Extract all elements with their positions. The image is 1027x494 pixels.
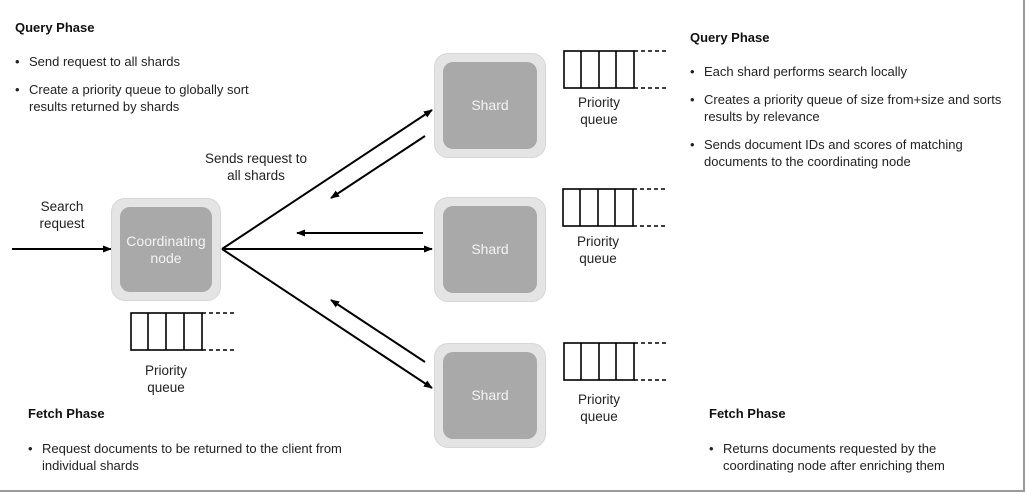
shard-node-1-label: Shard	[443, 62, 537, 149]
priority-queue-label-shard-3: Priority queue	[577, 392, 620, 424]
search-request-label: Search request	[39, 199, 85, 231]
right-query-phase-heading: Query Phase	[690, 30, 770, 45]
right-query-bullet-3: Sends document IDs and scores of matchin…	[690, 136, 1010, 170]
priority-queue-label-shard-2: Priority queue	[576, 234, 619, 266]
right-query-bullet-1: Each shard performs search locally	[690, 63, 1010, 80]
priority-queue-label-shard-1: Priority queue	[577, 95, 620, 127]
left-query-phase-heading: Query Phase	[15, 20, 95, 35]
coordinating-node-label: Coordinating node	[120, 207, 212, 292]
left-query-bullet-1: Send request to all shards	[15, 53, 290, 70]
shard-node-3: Shard	[434, 343, 546, 448]
right-fetch-phase-heading: Fetch Phase	[709, 406, 786, 421]
shard-node-3-label: Shard	[443, 352, 537, 439]
left-fetch-bullet-1: Request documents to be returned to the …	[28, 440, 348, 474]
return-arrow-shard-3	[330, 299, 426, 363]
shard-node-2: Shard	[434, 197, 546, 302]
priority-queue-shard-3	[563, 342, 666, 381]
right-fetch-phase-bullets: Returns documents requested by the coord…	[709, 440, 984, 485]
priority-queue-shard-2	[562, 188, 665, 227]
left-fetch-phase-heading: Fetch Phase	[28, 406, 105, 421]
right-query-bullet-2: Creates a priority queue of size from+si…	[690, 91, 1010, 125]
request-arrow-shard-1	[221, 109, 433, 250]
coordinating-node: Coordinating node	[111, 198, 221, 301]
right-query-phase-bullets: Each shard performs search locally Creat…	[690, 63, 1010, 181]
shard-node-2-label: Shard	[443, 206, 537, 293]
left-query-bullet-2: Create a priority queue to globally sort…	[15, 81, 290, 115]
priority-queue-shard-1	[563, 50, 666, 89]
shard-node-1: Shard	[434, 53, 546, 158]
return-arrow-shard-1	[330, 135, 426, 199]
right-fetch-bullet-1: Returns documents requested by the coord…	[709, 440, 984, 474]
sends-request-label: Sends request to all shards	[204, 151, 308, 183]
request-arrow-shard-3	[221, 248, 433, 389]
left-query-phase-bullets: Send request to all shards Create a prio…	[15, 53, 290, 126]
priority-queue-coordinating	[130, 312, 234, 351]
priority-queue-label-coordinating: Priority queue	[144, 363, 187, 395]
left-fetch-phase-bullets: Request documents to be returned to the …	[28, 440, 348, 485]
